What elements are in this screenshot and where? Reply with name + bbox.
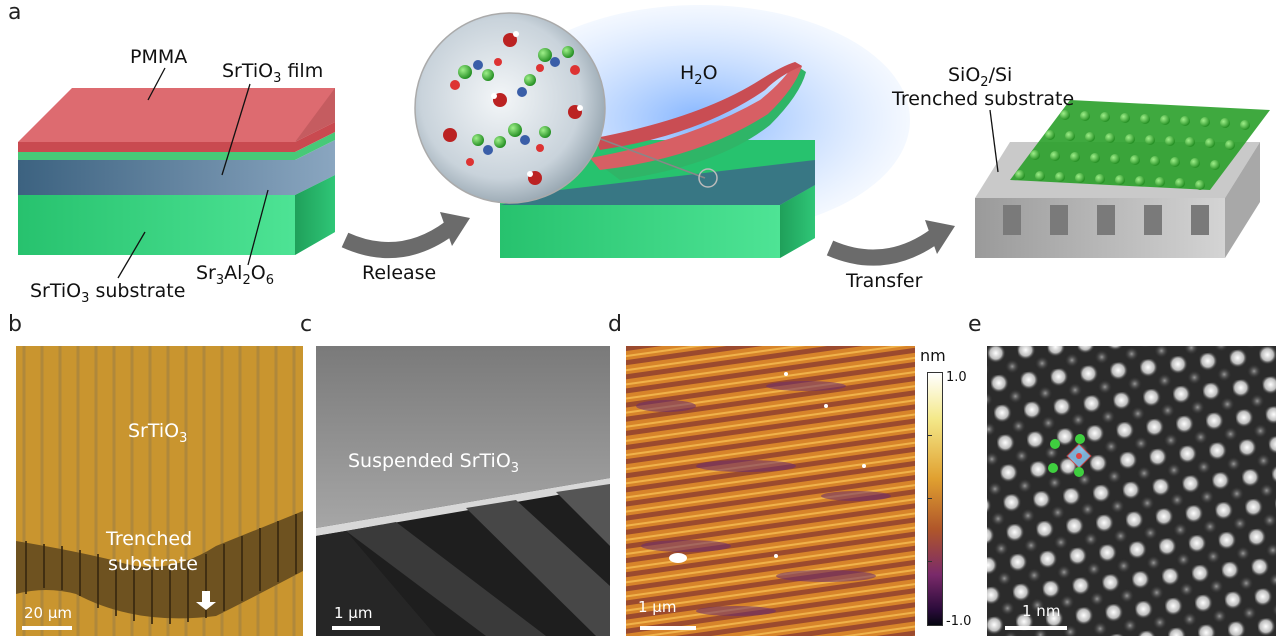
scale-label-e: 1 nm	[1022, 602, 1061, 620]
scale-label-b: 20 μm	[24, 604, 73, 622]
panel-d-svg	[626, 346, 915, 636]
label-b-srtio3: SrTiO3	[128, 420, 188, 446]
label-pmma: PMMA	[130, 46, 188, 68]
label-transfer: Transfer	[846, 270, 923, 292]
panel-c-svg	[316, 346, 610, 636]
label-trenched-substrate: Trenched substrate	[892, 88, 1075, 110]
colorbar-min: -1.0	[946, 614, 972, 629]
layer-stack	[18, 67, 335, 279]
colorbar-max: 1.0	[946, 370, 967, 385]
panel-b-optical-image	[16, 346, 303, 636]
label-h2o: H2O	[680, 62, 718, 88]
molecules	[443, 31, 583, 185]
sphere-lattice	[1015, 110, 1250, 190]
unit-cell-overlay	[1048, 434, 1092, 477]
panel-c-sem-image	[316, 346, 610, 636]
transfer-arrow	[826, 229, 940, 266]
panel-b-svg	[16, 346, 303, 636]
panel-a-illustration	[0, 0, 1280, 310]
panel-d-afm-image	[626, 346, 915, 636]
label-srtio3-film: SrTiO3 film	[222, 60, 324, 86]
release-arrow	[341, 221, 455, 258]
panel-label-d: d	[608, 312, 622, 337]
label-b-trenched: Trenched	[106, 528, 193, 550]
panel-label-e: e	[968, 312, 982, 337]
panel-label-c: c	[300, 312, 313, 337]
label-sio2-si: SiO2/Si	[948, 64, 1013, 90]
label-b-substrate: substrate	[108, 553, 198, 575]
colorbar-ticks	[927, 372, 941, 624]
panel-label-a: a	[8, 0, 22, 25]
panel-label-b: b	[8, 312, 22, 337]
scale-label-d: 1 μm	[638, 598, 677, 616]
label-c-suspended: Suspended SrTiO3	[348, 450, 520, 476]
colorbar-unit: nm	[920, 346, 946, 365]
label-srtio3-substrate: SrTiO3 substrate	[30, 280, 186, 306]
label-release: Release	[362, 262, 437, 284]
scale-label-c: 1 μm	[334, 604, 373, 622]
label-sr3al2o6: Sr3Al2O6	[196, 262, 274, 288]
panel-a-svg	[18, 5, 1270, 279]
trenched-substrate	[975, 100, 1270, 258]
panel-e-stem-image	[987, 346, 1276, 636]
panel-e-svg	[987, 346, 1276, 636]
